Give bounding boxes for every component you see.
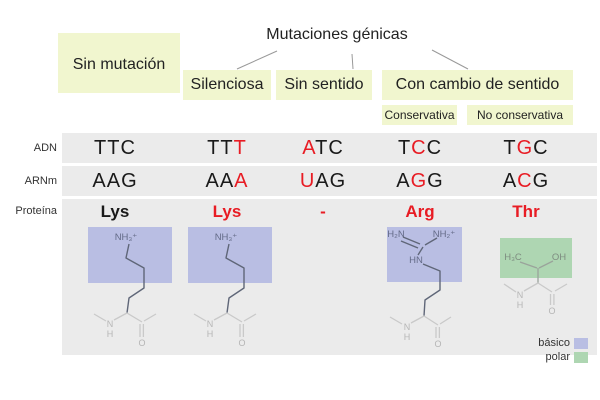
diagram-title: Mutaciones génicas <box>266 26 408 43</box>
adn-codon: TTC <box>94 137 136 159</box>
adn-codon: ATC <box>302 137 344 159</box>
label-sin-sentido: Sin sentido <box>276 70 372 100</box>
protein-row: Lys Lys - Arg Thr <box>62 199 597 355</box>
arnm-codon: AGG <box>396 170 444 192</box>
arnm-codon: UAG <box>299 170 347 192</box>
arnm-codon: ACG <box>502 170 550 192</box>
protein-name: Thr <box>512 202 540 221</box>
protein-name: Arg <box>405 202 435 221</box>
adn-codon: TGC <box>503 137 549 159</box>
row-label-adn: ADN <box>33 142 57 154</box>
label-conservativa: Conservativa <box>382 105 457 125</box>
label-con-cambio-de-sentido: Con cambio de sentido <box>382 70 573 100</box>
protein-name: Lys <box>212 202 242 221</box>
adn-codon: TTT <box>207 137 247 159</box>
adn-codon: TCC <box>397 137 443 159</box>
row-label-arnm: ARNm <box>24 175 57 187</box>
legend-color-swatch <box>574 352 588 363</box>
legend-label: polar <box>545 351 570 363</box>
legend-item-polar: polar <box>470 351 588 364</box>
arnm-codon: AAG <box>92 170 138 192</box>
legend-color-swatch <box>574 338 588 349</box>
label-sin-mutacion: Sin mutación <box>58 33 180 93</box>
legend-label: básico <box>538 337 570 349</box>
arnm-codon-row: AAG AAA UAG AGG ACG <box>62 166 597 196</box>
adn-codon-row: TTC TTT ATC TCC TGC <box>62 133 597 163</box>
protein-name: - <box>320 202 326 221</box>
label-no-conservativa: No conservativa <box>467 105 573 125</box>
legend-item-básico: básico <box>470 337 588 350</box>
row-label-proteina: Proteína <box>15 205 57 217</box>
label-silenciosa: Silenciosa <box>183 70 271 100</box>
arnm-codon: AAA <box>205 170 249 192</box>
protein-name: Lys <box>100 202 130 221</box>
